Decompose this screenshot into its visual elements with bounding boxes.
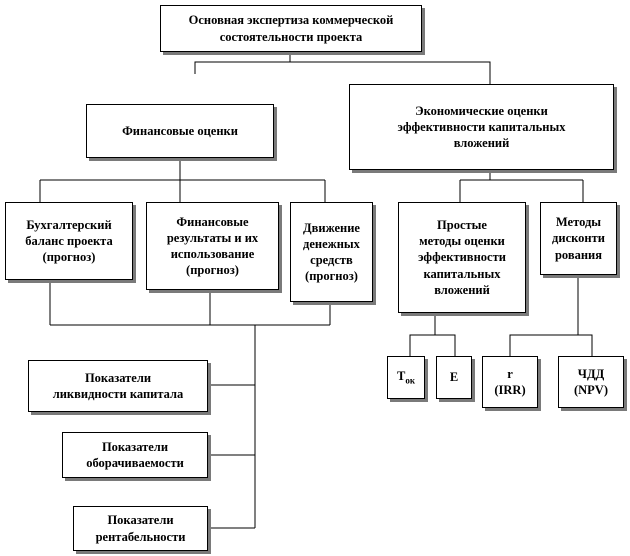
financial-label: Финансовые оценки (122, 123, 238, 138)
e-box: Е (436, 356, 472, 399)
liquidity-label: Показатели ликвидности капитала (52, 370, 184, 401)
discount-methods-label: Методы дисконти рования (552, 215, 605, 262)
connector-root (194, 52, 491, 84)
root-label: Основная экспертиза коммерческой состоят… (188, 13, 394, 44)
simple-methods-label: Простые методы оценки эффективности капи… (418, 217, 506, 297)
npv-box: ЧДД (NPV) (558, 356, 624, 408)
economic-box: Экономические оценки эффективности капит… (349, 84, 614, 170)
tok-box: Ток (387, 356, 425, 399)
connector-fin-children (49, 280, 331, 529)
connector-discount (509, 275, 593, 356)
economic-label: Экономические оценки эффективности капит… (397, 103, 566, 151)
profitability-box: Показатели рентабельности (73, 506, 208, 551)
cash-flow-box: Движение денежных средств (прогноз) (290, 202, 373, 302)
simple-methods-box: Простые методы оценки эффективности капи… (398, 202, 526, 313)
profitability-label: Показатели рентабельности (95, 513, 186, 544)
fin-results-box: Финансовые результаты и их использование… (146, 202, 279, 290)
tok-label: Ток (397, 368, 415, 387)
root-box: Основная экспертиза коммерческой состоят… (160, 5, 422, 52)
e-label: Е (449, 370, 459, 385)
tok-main: Т (396, 368, 406, 383)
connector-financial (39, 158, 326, 202)
balance-box: Бухгалтерский баланс проекта (прогноз) (5, 202, 133, 280)
connector-economic (459, 170, 584, 202)
cash-flow-label: Движение денежных средств (прогноз) (303, 220, 360, 284)
liquidity-box: Показатели ликвидности капитала (28, 360, 208, 412)
irr-label: r (IRR) (494, 366, 526, 397)
fin-results-label: Финансовые результаты и их использование… (166, 214, 259, 278)
tok-subscript: ок (405, 375, 416, 386)
financial-box: Финансовые оценки (86, 104, 274, 158)
turnover-label: Показатели оборачиваемости (86, 439, 184, 470)
discount-methods-box: Методы дисконти рования (540, 202, 617, 275)
npv-label: ЧДД (NPV) (573, 366, 608, 397)
connector-simple (409, 313, 456, 356)
irr-box: r (IRR) (482, 356, 538, 408)
balance-label: Бухгалтерский баланс проекта (прогноз) (25, 217, 113, 265)
turnover-box: Показатели оборачиваемости (62, 432, 208, 478)
